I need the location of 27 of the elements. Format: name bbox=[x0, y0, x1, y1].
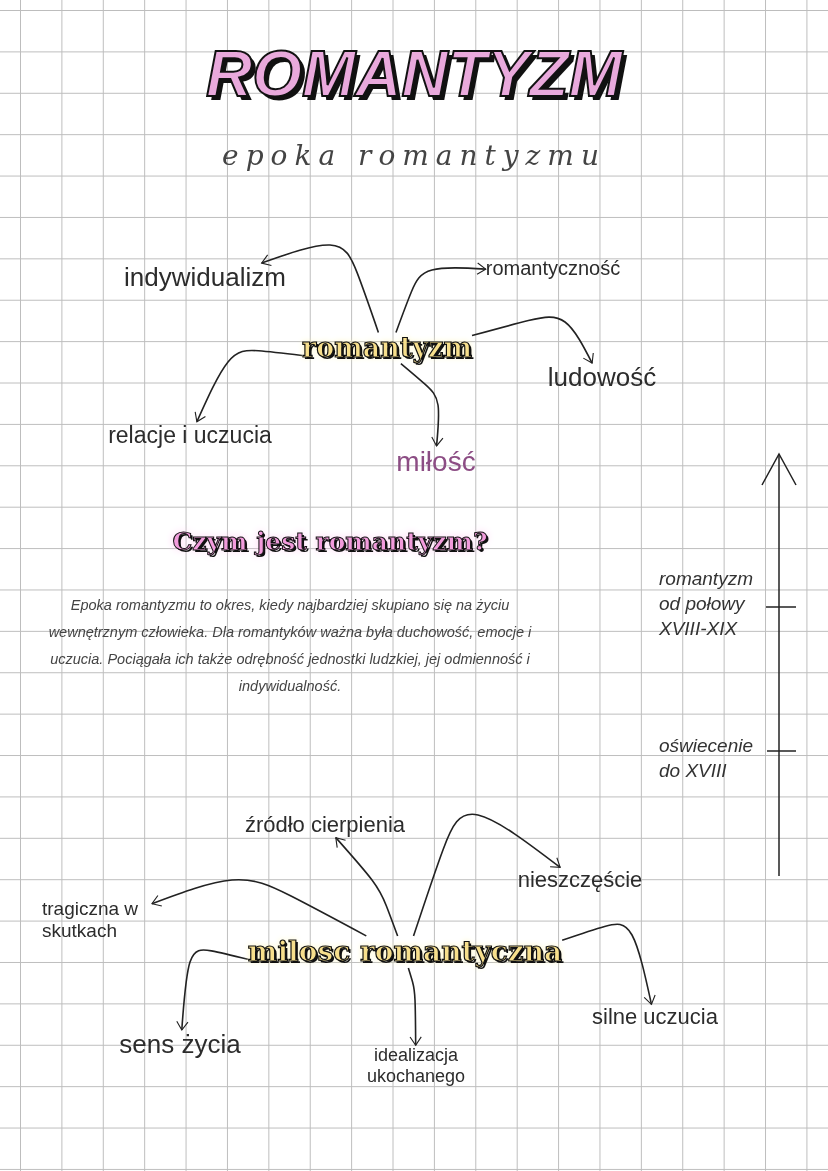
topic-label: miłość bbox=[396, 445, 476, 479]
arrow bbox=[561, 923, 656, 1006]
central-topic: milosc romantyczna bbox=[247, 935, 563, 969]
topic-label: ludowość bbox=[547, 363, 657, 393]
arrow bbox=[395, 262, 487, 334]
timeline-label: oświecenie do XVIII bbox=[659, 734, 754, 783]
arrow bbox=[412, 813, 561, 937]
topic-label: nieszczęście bbox=[517, 867, 643, 893]
topic-label: sens życia bbox=[119, 1030, 241, 1060]
topic-label: źródło cierpienia bbox=[244, 812, 406, 838]
arrow bbox=[400, 362, 444, 447]
topic-label: indywidualizm bbox=[124, 263, 286, 293]
arrow bbox=[260, 244, 380, 334]
topic-label: tragiczna w skutkach bbox=[42, 898, 152, 942]
arrow bbox=[471, 316, 594, 364]
topic-label: romantyczność bbox=[485, 256, 621, 280]
timeline-label: romantyzm od połowy XVIII-XIX bbox=[659, 567, 754, 641]
topic-label: relacje i uczucia bbox=[108, 421, 272, 449]
subtitle: epoka romantyzmu bbox=[221, 140, 607, 173]
section-heading: Czym jest romantyzm? bbox=[171, 528, 489, 557]
arrow bbox=[151, 878, 368, 937]
topic-label: silne uczucia bbox=[592, 1004, 718, 1030]
arrow bbox=[335, 836, 399, 937]
central-topic: romantyzm bbox=[302, 332, 472, 364]
paragraph: Epoka romantyzmu to okres, kiedy najbardziej skupiano się na życiu wewnętrznym człowieka. Dla romantyków ważna była duchowość, emocje i uczucia. Pociągała ich także odrębność jednostki ludzkiej, jej odmienność i indywidualność. bbox=[47, 596, 533, 696]
topic-label: idealizacja ukochanego bbox=[351, 1045, 481, 1087]
arrow bbox=[407, 967, 422, 1047]
